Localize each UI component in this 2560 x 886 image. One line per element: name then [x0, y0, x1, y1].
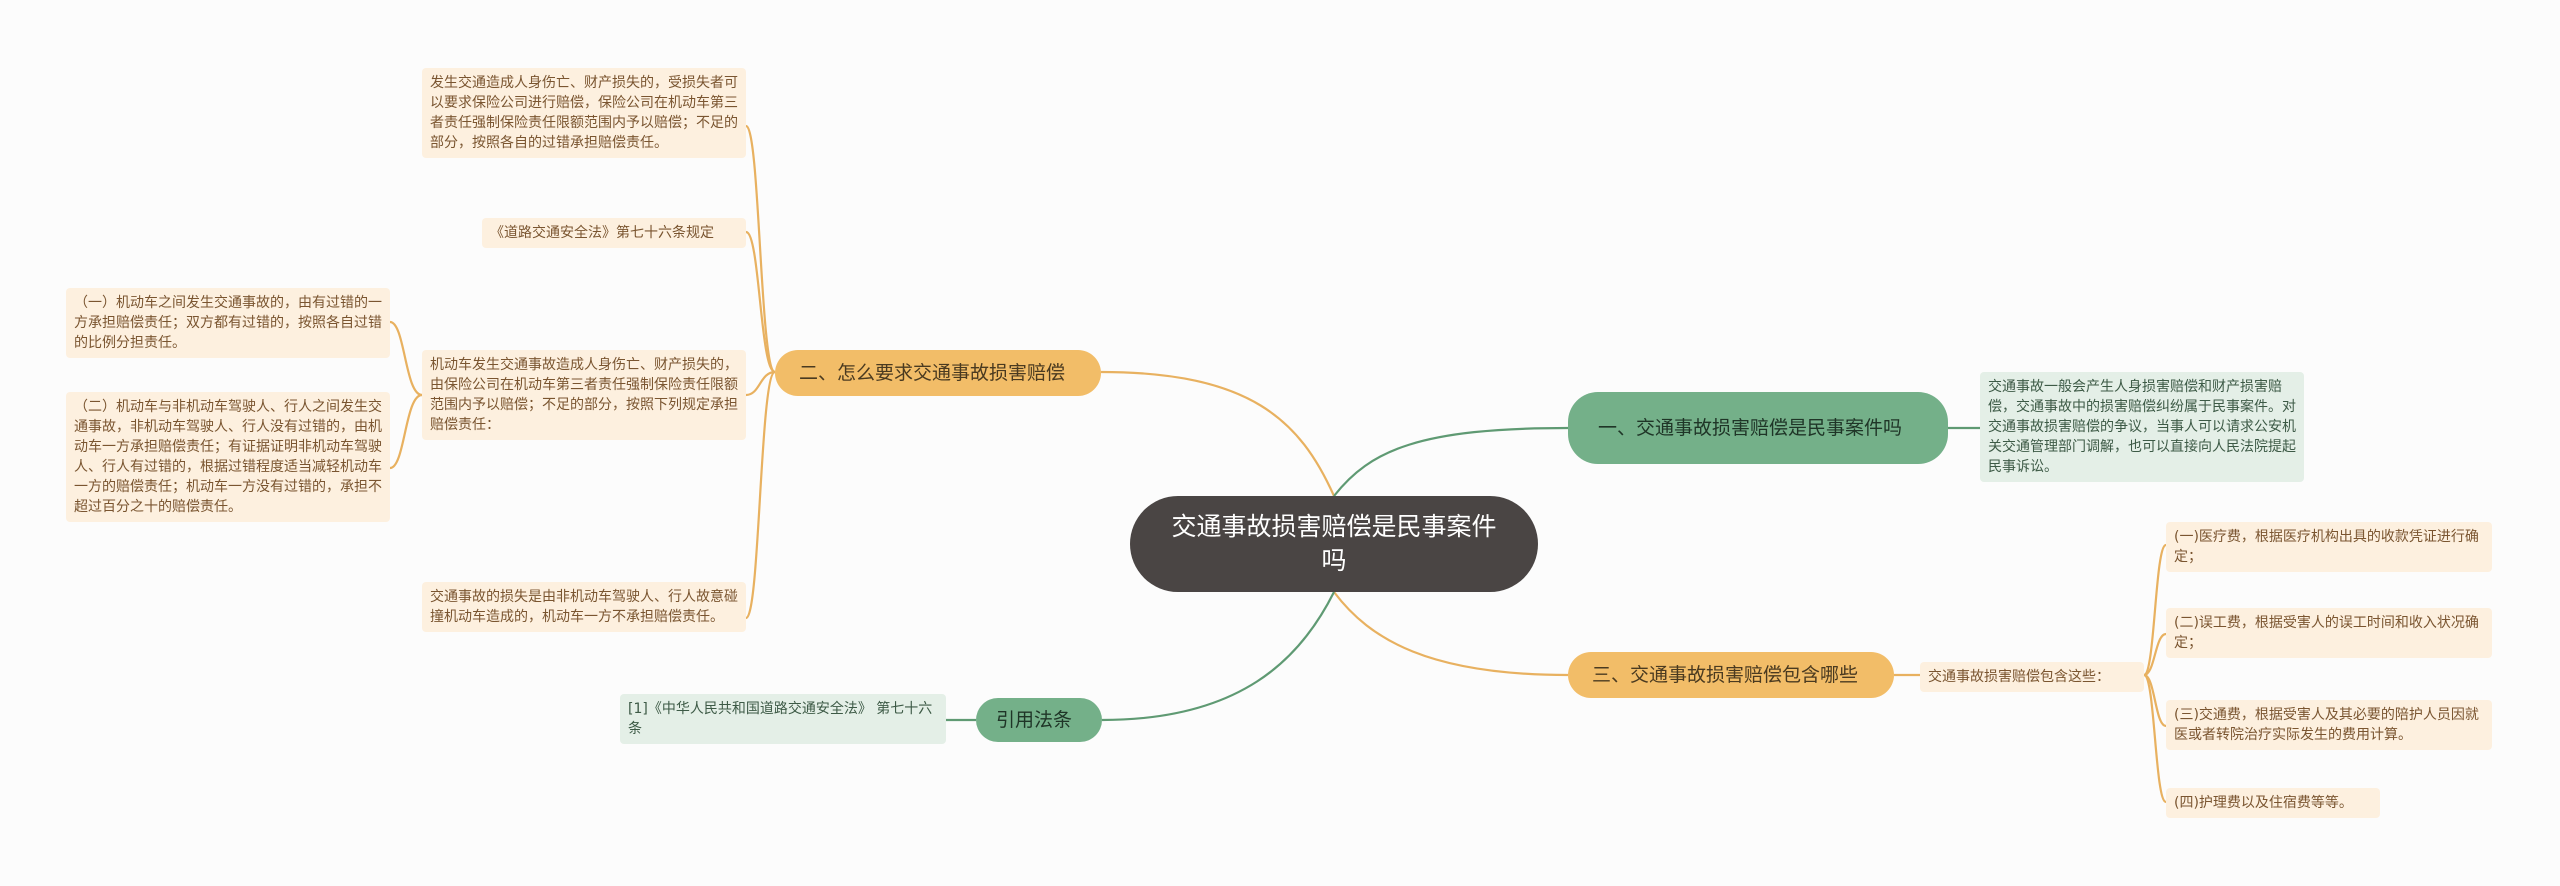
branch-citation-label: 引用法条	[996, 709, 1073, 731]
leaf-lost-wages-text: (二)误工费，根据受害人的误工时间和收入状况确定；	[2174, 615, 2479, 651]
branch-compensation-items[interactable]: 三、交通事故损害赔偿包含哪些	[1568, 652, 1894, 698]
leaf-compensation-intro[interactable]: 交通事故损害赔偿包含这些：	[1920, 662, 2144, 692]
branch-citation[interactable]: 引用法条	[976, 698, 1102, 742]
branch-civil-case-label: 一、交通事故损害赔偿是民事案件吗	[1598, 417, 1903, 439]
link-root-b3	[1333, 591, 1569, 677]
leaf-rule-one-text: （一）机动车之间发生交通事故的，由有过错的一方承担赔偿责任；双方都有过错的，按照…	[74, 295, 382, 351]
leaf-intentional-collision-text: 交通事故的损失是由非机动车驾驶人、行人故意碰撞机动车造成的，机动车一方不承担赔偿…	[430, 589, 738, 625]
leaf-liability-rules-text: 机动车发生交通事故造成人身伤亡、财产损失的，由保险公司在机动车第三者责任强制保险…	[430, 357, 738, 433]
link-b3-i1	[2142, 543, 2168, 677]
leaf-civil-case-detail[interactable]: 交通事故一般会产生人身损害赔偿和财产损害赔偿，交通事故中的损害赔偿纠纷属于民事案…	[1980, 372, 2304, 482]
leaf-insurance-claim[interactable]: 发生交通造成人身伤亡、财产损失的，受损失者可以要求保险公司进行赔偿，保险公司在机…	[422, 68, 746, 158]
leaf-civil-case-text: 交通事故一般会产生人身损害赔偿和财产损害赔偿，交通事故中的损害赔偿纠纷属于民事案…	[1988, 379, 2296, 475]
leaf-rule-two[interactable]: （二）机动车与非机动车驾驶人、行人之间发生交通事故，非机动车驾驶人、行人没有过错…	[66, 392, 390, 522]
leaf-medical-fee[interactable]: (一)医疗费，根据医疗机构出具的收款凭证进行确定；	[2166, 522, 2492, 572]
link-b3-i2	[2143, 632, 2167, 677]
leaf-liability-rules[interactable]: 机动车发生交通事故造成人身伤亡、财产损失的，由保险公司在机动车第三者责任强制保险…	[422, 350, 746, 440]
link-b2-a	[744, 124, 777, 374]
link-b3-i4	[2142, 673, 2168, 804]
link-b2-d	[744, 370, 777, 620]
link-root-b2	[1100, 370, 1336, 497]
leaf-transport-fee-text: (三)交通费，根据受害人及其必要的陪护人员因就医或者转院治疗实际发生的费用计算。	[2174, 707, 2479, 743]
link-c-c2	[389, 393, 423, 470]
branch-how-to-claim[interactable]: 二、怎么要求交通事故损害赔偿	[775, 350, 1101, 396]
leaf-insurance-claim-text: 发生交通造成人身伤亡、财产损失的，受损失者可以要求保险公司进行赔偿，保险公司在机…	[430, 75, 738, 151]
leaf-transport-fee[interactable]: (三)交通费，根据受害人及其必要的陪护人员因就医或者转院治疗实际发生的费用计算。	[2166, 700, 2492, 750]
leaf-compensation-intro-text: 交通事故损害赔偿包含这些：	[1928, 669, 2110, 685]
branch-civil-case[interactable]: 一、交通事故损害赔偿是民事案件吗	[1568, 392, 1948, 464]
link-b2-b	[744, 230, 776, 374]
leaf-intentional-collision[interactable]: 交通事故的损失是由非机动车驾驶人、行人故意碰撞机动车造成的，机动车一方不承担赔偿…	[422, 582, 746, 632]
leaf-citation-source[interactable]: [1]《中华人民共和国道路交通安全法》 第七十六条	[620, 694, 946, 744]
leaf-nursing-fee-text: (四)护理费以及住宿费等等。	[2174, 795, 2353, 811]
link-b2-c	[745, 370, 776, 397]
branch-how-to-claim-label: 二、怎么要求交通事故损害赔偿	[799, 362, 1066, 384]
link-c-c1	[389, 320, 423, 397]
leaf-rule-two-text: （二）机动车与非机动车驾驶人、行人之间发生交通事故，非机动车驾驶人、行人没有过错…	[74, 399, 382, 515]
branch-compensation-items-label: 三、交通事故损害赔偿包含哪些	[1592, 664, 1859, 686]
leaf-citation-source-text: [1]《中华人民共和国道路交通安全法》 第七十六条	[628, 701, 933, 737]
leaf-nursing-fee[interactable]: (四)护理费以及住宿费等等。	[2166, 788, 2380, 818]
leaf-law-article-text: 《道路交通安全法》第七十六条规定	[490, 225, 714, 241]
leaf-medical-fee-text: (一)医疗费，根据医疗机构出具的收款凭证进行确定；	[2174, 529, 2479, 565]
leaf-lost-wages[interactable]: (二)误工费，根据受害人的误工时间和收入状况确定；	[2166, 608, 2492, 658]
root-topic[interactable]: 交通事故损害赔偿是民事案件吗	[1130, 496, 1538, 592]
leaf-law-article[interactable]: 《道路交通安全法》第七十六条规定	[482, 218, 746, 248]
leaf-rule-one[interactable]: （一）机动车之间发生交通事故的，由有过错的一方承担赔偿责任；双方都有过错的，按照…	[66, 288, 390, 358]
link-root-b1	[1333, 426, 1569, 497]
root-topic-label: 交通事故损害赔偿是民事案件吗	[1171, 512, 1497, 575]
link-root-cite	[1101, 591, 1335, 722]
